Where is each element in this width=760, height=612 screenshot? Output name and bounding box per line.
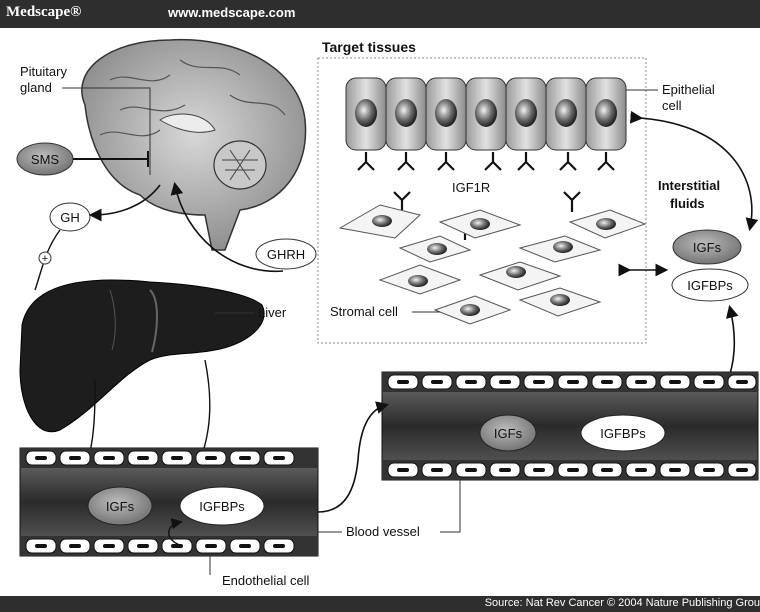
epithelial-cells <box>346 78 626 150</box>
blood-vessel-right <box>382 372 758 480</box>
interstitial-igfbps-label: IGFBPs <box>687 278 733 293</box>
brand-logo: Medscape® <box>6 4 81 21</box>
pituitary-label-line2: gland <box>20 80 52 95</box>
igf-pathway-diagram: Pituitary gland SMS GH + GHRH Liver Targ… <box>0 28 760 596</box>
sms-label: SMS <box>31 152 60 167</box>
footer-bar: Source: Nat Rev Cancer © 2004 Nature Pub… <box>0 596 760 612</box>
igf1r-label: IGF1R <box>452 180 490 195</box>
epithelial-interstitial-arrow <box>640 118 752 228</box>
pituitary-label-line1: Pituitary <box>20 64 67 79</box>
vessel-right-igfs-label: IGFs <box>494 426 523 441</box>
epithelial-label-line1: Epithelial <box>662 82 715 97</box>
epithelial-label-line2: cell <box>662 98 682 113</box>
source-credit: Source: Nat Rev Cancer © 2004 Nature Pub… <box>485 597 760 609</box>
interstitial-igfs-label: IGFs <box>693 240 722 255</box>
interstitial-label-line1: Interstitial <box>658 178 720 193</box>
gh-label: GH <box>60 210 80 225</box>
site-url[interactable]: www.medscape.com <box>168 5 295 20</box>
vessel-connection-arrow <box>318 405 386 512</box>
ghrh-label: GHRH <box>267 247 305 262</box>
liver-label: Liver <box>258 305 287 320</box>
stromal-cell-label: Stromal cell <box>330 304 398 319</box>
brain-illustration <box>82 40 306 250</box>
vessel-left-igfs-label: IGFs <box>106 499 135 514</box>
target-tissues-title: Target tissues <box>322 39 416 55</box>
header-bar: Medscape® www.medscape.com <box>0 0 760 28</box>
vessel-right-igfbps-label: IGFBPs <box>600 426 646 441</box>
blood-vessel-left <box>20 448 318 556</box>
interstitial-label-line2: fluids <box>670 196 705 211</box>
liver-illustration <box>20 280 264 432</box>
vessel-left-igfbps-label: IGFBPs <box>199 499 245 514</box>
endothelial-cell-label: Endothelial cell <box>222 573 310 588</box>
plus-label: + <box>42 253 48 265</box>
blood-vessel-label: Blood vessel <box>346 524 420 539</box>
